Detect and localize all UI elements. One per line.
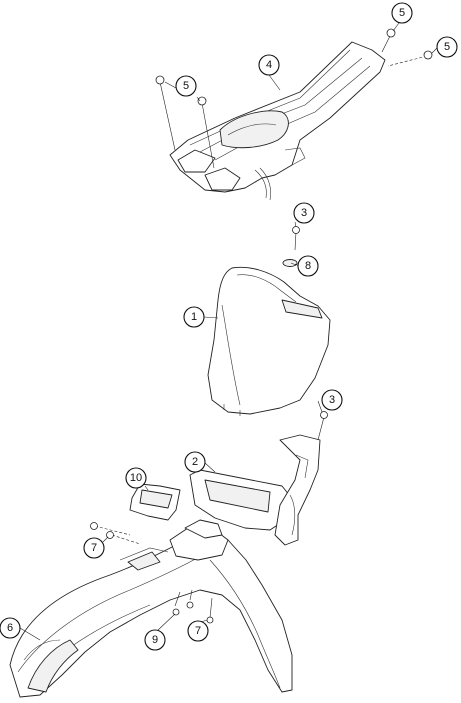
svg-text:5: 5: [183, 80, 189, 92]
small-cover-part: [129, 483, 181, 521]
svg-text:6: 6: [7, 622, 13, 634]
svg-text:1: 1: [191, 311, 197, 323]
tail-screws: [155, 28, 433, 169]
svg-text:3: 3: [301, 207, 307, 219]
callout-4: 4: [258, 54, 280, 76]
callout-9: 9: [144, 629, 166, 651]
svg-text:5: 5: [399, 7, 405, 19]
callout-5-left: 5: [175, 75, 197, 97]
svg-text:9: 9: [152, 634, 158, 646]
front-number-plate-part: [207, 266, 331, 416]
callout-3-middle: 3: [321, 389, 343, 411]
headlight-mask-part: [189, 434, 321, 546]
fender-screws: [90, 522, 214, 624]
callout-5-right: 5: [436, 36, 458, 58]
rear-tail-section-part: [169, 41, 386, 201]
callout-8: 8: [297, 255, 319, 277]
callout-10: 10: [125, 467, 147, 489]
callout-2: 2: [184, 451, 206, 473]
svg-text:5: 5: [444, 41, 450, 53]
callout-7-bottom: 7: [187, 620, 209, 642]
callout-6: 6: [0, 617, 21, 639]
callout-1: 1: [183, 306, 205, 328]
svg-text:10: 10: [130, 472, 142, 484]
callout-3-top: 3: [293, 202, 315, 224]
svg-text:2: 2: [192, 456, 198, 468]
svg-text:4: 4: [266, 59, 272, 71]
front-fender-part: [9, 519, 293, 698]
svg-text:3: 3: [329, 394, 335, 406]
plate-screw-and-washer: [282, 226, 300, 267]
svg-text:7: 7: [195, 625, 201, 637]
callout-7-left: 7: [83, 537, 105, 559]
svg-text:7: 7: [91, 542, 97, 554]
svg-text:8: 8: [305, 260, 311, 272]
callout-5-top: 5: [391, 2, 413, 24]
callout-leaders: [19, 22, 438, 641]
mask-screw: [317, 411, 328, 441]
